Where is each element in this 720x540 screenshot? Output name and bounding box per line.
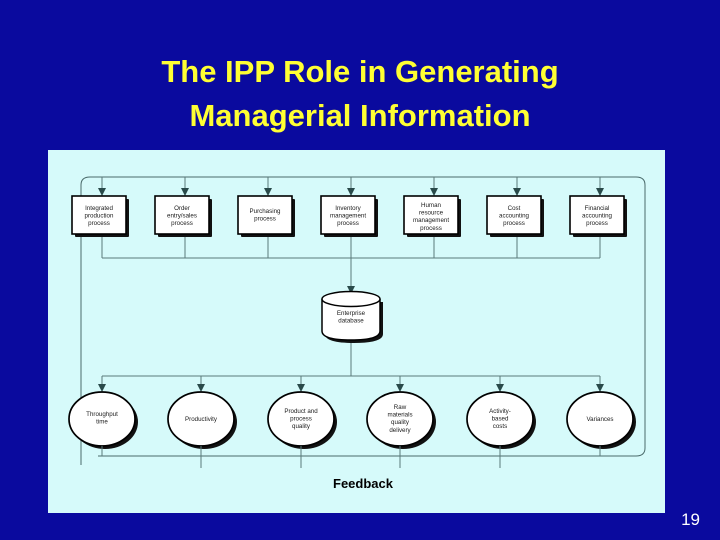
output-node-variances[interactable]: Variances [566,391,636,449]
output-node-productivity[interactable]: Productivity [167,391,237,449]
input-arrows [98,177,604,196]
bottom-bus-connectors [98,343,604,392]
feedback-label: Feedback [333,476,394,491]
top-bus-connectors [101,235,601,294]
page-title: The IPP Role in Generating Managerial In… [161,54,559,134]
feedback-loop-path [80,176,646,465]
output-label: Productivity [185,416,218,423]
page-number: 19 [681,510,700,529]
output-stubs [101,446,601,468]
output-label: Variances [586,416,613,423]
